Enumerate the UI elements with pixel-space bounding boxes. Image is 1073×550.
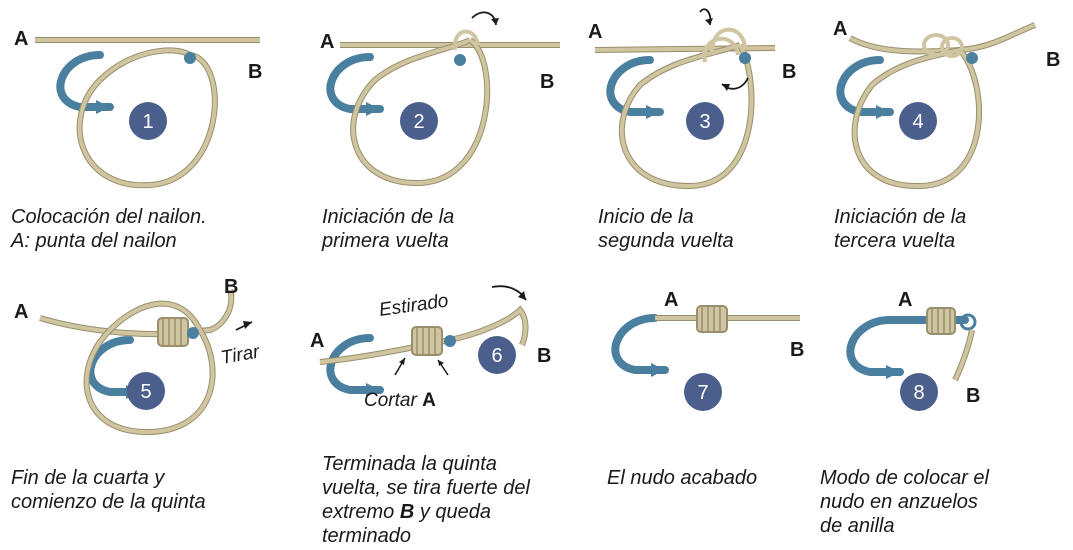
step-8-caption: Modo de colocar el nudo en anzuelos de a…	[820, 466, 989, 538]
caption-line: Inicio de la	[598, 206, 694, 228]
step-7-badge: 7	[684, 373, 722, 411]
label-a-5: A	[14, 301, 28, 323]
caption-line: Colocación del nailon.	[11, 206, 207, 228]
label-a-1: A	[14, 28, 28, 50]
label-b-1: B	[248, 61, 262, 83]
step-7-illustration	[615, 305, 800, 377]
caption-line: nudo en anzuelos	[820, 491, 978, 513]
caption-line: primera vuelta	[322, 230, 449, 252]
caption-line: Terminada la quinta	[322, 453, 497, 475]
label-b-2: B	[540, 71, 554, 93]
step-6-badge: 6	[478, 336, 516, 374]
caption-line: terminado	[322, 525, 411, 547]
caption-line: Modo de colocar el	[820, 467, 989, 489]
caption-line: extremo B y queda	[322, 501, 491, 523]
caption-line: El nudo acabado	[607, 467, 758, 489]
annotation-estirado: Estirado	[378, 290, 450, 320]
step-7-caption: El nudo acabado	[607, 466, 757, 490]
step-5-illustration	[39, 289, 253, 436]
label-b-8: B	[966, 385, 980, 407]
step-6-caption: Terminada la quinta vuelta, se tira fuer…	[322, 452, 530, 548]
step-1-caption: Colocación del nailon. A: punta del nail…	[11, 205, 207, 253]
step-4-badge: 4	[899, 102, 937, 140]
step-8-number: 8	[913, 382, 924, 404]
caption-line: A: punta del nailon	[11, 230, 177, 252]
label-a-6: A	[310, 330, 324, 352]
step-1-illustration	[35, 37, 260, 189]
step-2-number: 2	[413, 111, 424, 133]
label-a-8: A	[898, 289, 912, 311]
label-a-2: A	[320, 31, 334, 53]
step-6-number: 6	[491, 345, 502, 367]
step-2-caption: Iniciación de la primera vuelta	[322, 205, 454, 253]
step-8-badge: 8	[900, 373, 938, 411]
annotation-cortar: Cortar A	[364, 390, 436, 411]
step-1-number: 1	[142, 111, 153, 133]
step-4-number: 4	[912, 111, 923, 133]
step-6-illustration	[319, 285, 529, 397]
caption-line: Iniciación de la	[322, 206, 455, 228]
step-4-caption: Iniciación de la tercera vuelta	[834, 205, 966, 253]
caption-line: Fin de la cuarta y	[11, 467, 165, 489]
label-b-7: B	[790, 339, 804, 361]
label-b-6: B	[537, 345, 551, 367]
step-3-number: 3	[699, 111, 710, 133]
step-8-illustration	[850, 307, 977, 380]
label-a-4: A	[833, 18, 847, 40]
annotation-tirar: Tirar	[219, 341, 262, 369]
label-a-3: A	[588, 21, 602, 43]
label-b-4: B	[1046, 49, 1060, 71]
step-3-illustration	[594, 8, 776, 190]
step-2-illustration	[330, 11, 560, 187]
caption-line: comienzo de la quinta	[11, 491, 206, 513]
step-2-badge: 2	[400, 102, 438, 140]
label-b-3: B	[782, 61, 796, 83]
step-1-badge: 1	[129, 102, 167, 140]
step-3-caption: Inicio de la segunda vuelta	[598, 205, 734, 253]
caption-line: tercera vuelta	[834, 230, 956, 252]
caption-line: Iniciación de la	[834, 206, 967, 228]
caption-line: vuelta, se tira fuerte del	[322, 477, 530, 499]
step-7-number: 7	[697, 382, 708, 404]
caption-line: segunda vuelta	[598, 230, 734, 252]
step-5-caption: Fin de la cuarta y comienzo de la quinta	[11, 466, 206, 514]
label-b-5: B	[224, 276, 238, 298]
step-5-badge: 5	[127, 372, 165, 410]
caption-line: de anilla	[820, 515, 895, 537]
label-a-7: A	[664, 289, 678, 311]
step-3-badge: 3	[686, 102, 724, 140]
step-4-illustration	[840, 22, 1037, 190]
step-5-number: 5	[140, 381, 151, 403]
